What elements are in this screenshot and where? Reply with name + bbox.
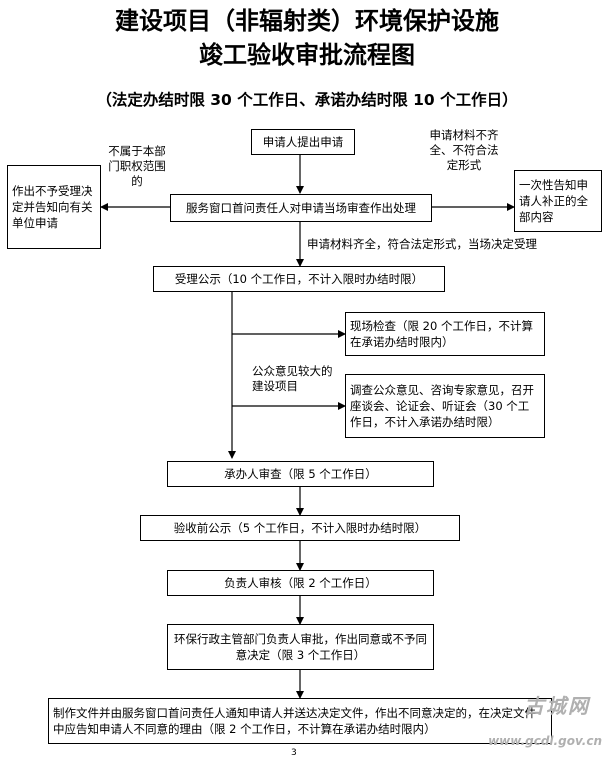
- site-watermark: 古城网 www.gcdl.gov.cn: [470, 690, 610, 760]
- label-complete: 申请材料齐全，符合法定形式，当场决定受理: [307, 237, 537, 251]
- watermark-logo: 古城网: [524, 694, 590, 718]
- node-notify: 一次性告知申请人补正的全部内容: [514, 170, 602, 232]
- watermark-url: www.gcdl.gov.cn: [488, 734, 602, 748]
- time-limit-subtitle: （法定办结时限 30 个工作日、承诺办结时限 10 个工作日）: [96, 91, 518, 109]
- node-accept: 受理公示（10 个工作日，不计入限时办结时限）: [153, 266, 445, 292]
- diagram-title-line2: 竣工验收审批流程图: [199, 41, 415, 69]
- node-process: 服务窗口首问责任人对申请当场审查作出处理: [170, 194, 432, 222]
- label-incomplete: 申请材料不齐全、不符合法定形式: [429, 128, 499, 172]
- node-reject: 作出不予受理决定并告知向有关单位申请: [7, 165, 101, 249]
- label-not-in-scope: 不属于本部门职权范围的: [108, 144, 166, 188]
- node-inspect: 现场检查（限 20 个工作日，不计算在承诺办结时限内）: [345, 312, 545, 356]
- node-approve: 环保行政主管部门负责人审批，作出同意或不予同意决定（限 3 个工作日）: [167, 624, 434, 670]
- node-apply: 申请人提出申请: [251, 129, 355, 155]
- node-survey: 调查公众意见、咨询专家意见，召开座谈会、论证会、听证会（30 个工作日，不计入承…: [345, 374, 545, 438]
- page-number: 3: [291, 748, 297, 758]
- node-chief: 负责人审核（限 2 个工作日）: [167, 570, 434, 596]
- label-public-opinion: 公众意见较大的建设项目: [252, 364, 333, 393]
- node-final: 制作文件并由服务窗口首问责任人通知申请人并送达决定文件，作出不同意决定的，在决定…: [48, 698, 552, 744]
- node-review: 承办人审查（限 5 个工作日）: [167, 461, 434, 487]
- diagram-title-line1: 建设项目（非辐射类）环境保护设施: [115, 7, 499, 35]
- node-prepublic: 验收前公示（5 个工作日，不计入限时办结时限）: [140, 515, 460, 541]
